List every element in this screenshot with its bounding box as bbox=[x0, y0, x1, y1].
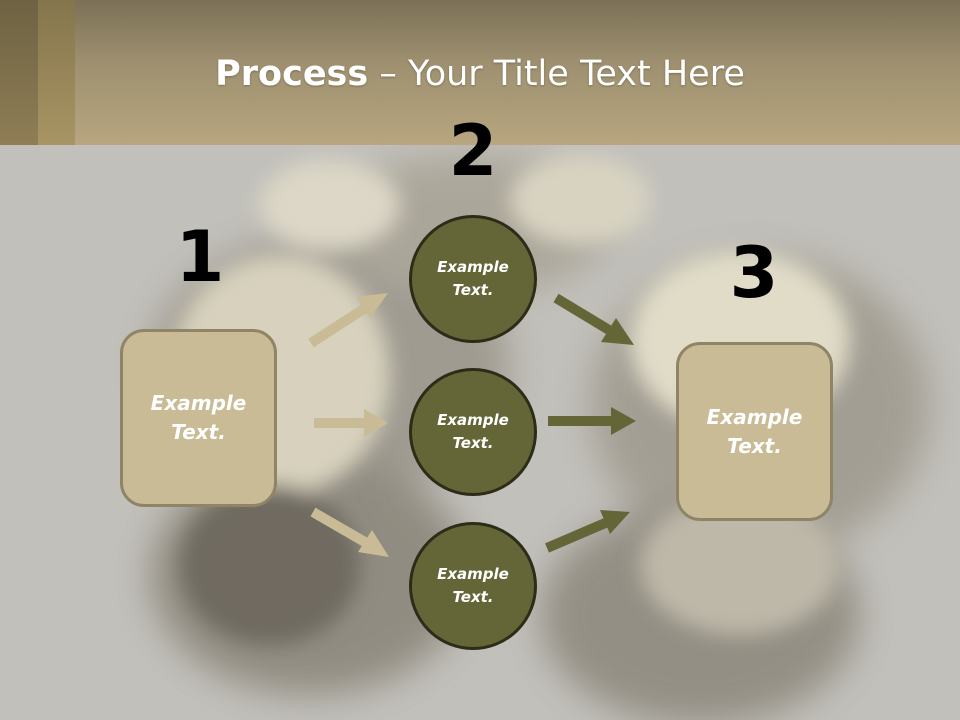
title-bar bbox=[0, 0, 960, 145]
slide-title: Process – Your Title Text Here bbox=[0, 52, 960, 96]
right-box-label: Example Text. bbox=[706, 404, 803, 458]
left-box-label: Example Text. bbox=[150, 391, 247, 444]
arrow-left-to-middle bbox=[314, 409, 388, 437]
circle-bottom: Example Text. bbox=[409, 522, 537, 650]
arrow-top-to-right bbox=[553, 293, 634, 345]
arrow-left-to-top bbox=[308, 293, 388, 348]
title-bold: Process bbox=[215, 54, 369, 94]
step-number-2: 2 bbox=[448, 110, 498, 192]
circle-bottom-label: Example Text. bbox=[437, 565, 509, 606]
arrow-bottom-to-right bbox=[545, 510, 630, 553]
circle-middle: Example Text. bbox=[409, 368, 537, 496]
circle-middle-label: Example Text. bbox=[437, 411, 509, 452]
step-number-1: 1 bbox=[175, 216, 225, 298]
circle-top-label: Example Text. bbox=[437, 258, 509, 299]
header-accent-strip bbox=[0, 0, 38, 145]
circle-top: Example Text. bbox=[409, 215, 537, 343]
arrow-left-to-bottom bbox=[310, 507, 389, 557]
left-text-box: Example Text. bbox=[120, 329, 277, 507]
arrow-middle-to-right bbox=[548, 407, 636, 435]
title-rest: – Your Title Text Here bbox=[368, 54, 745, 94]
header-accent-strip-2 bbox=[38, 0, 75, 145]
right-text-box: Example Text. bbox=[676, 342, 833, 521]
step-number-3: 3 bbox=[729, 232, 779, 314]
